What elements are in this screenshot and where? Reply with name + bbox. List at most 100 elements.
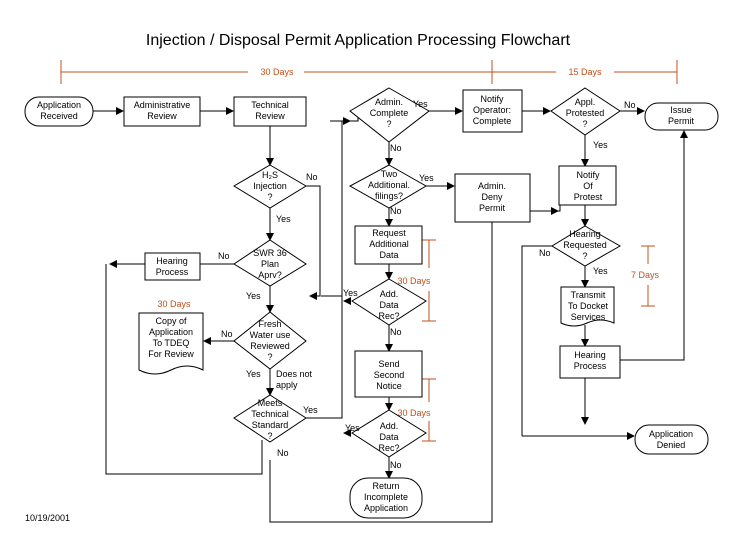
node-label-line: Permit (668, 116, 695, 126)
edge-label-two-yes: Yes (419, 173, 434, 183)
node-label-line: Notify (480, 94, 504, 104)
edge-label-line: Yes (276, 214, 291, 224)
edge-label-h2s-yes: Yes (276, 214, 291, 224)
duration-label: 30 Days (397, 276, 431, 286)
edge-label-line: No (390, 143, 402, 153)
node-label-line: Notice (376, 381, 402, 391)
node-label-line: To Docket (568, 301, 609, 311)
node-label-line: Application (649, 429, 693, 439)
edge-label-hreq-yes: Yes (593, 266, 608, 276)
node-label-line: Request (372, 228, 406, 238)
nodes (24, 87, 719, 519)
node-add-data-1 (351, 278, 427, 326)
edge-label-meets-no: No (277, 448, 289, 458)
edge-label-add1-no: No (390, 327, 402, 337)
node-label-line: Admin. (375, 97, 403, 107)
node-label-line: Return (372, 481, 399, 491)
node-h2s-injection (233, 164, 307, 209)
edge-label-line: Does not (276, 369, 313, 379)
edge-label-add1-yes: Yes (343, 288, 358, 298)
node-label-line: Complete (473, 116, 512, 126)
node-label-line: Fresh (258, 319, 281, 329)
edge-label-line: Yes (593, 266, 608, 276)
edge-label-line: Yes (593, 140, 608, 150)
node-label-line: Application (364, 503, 408, 513)
edge-label-line: Yes (419, 173, 434, 183)
edge-label-line: No (624, 100, 636, 110)
edge-label-admin-yes: Yes (413, 99, 428, 109)
node-label-line: Rec? (378, 311, 399, 321)
node-label-line: Send (378, 359, 399, 369)
edge-label-line: No (306, 172, 318, 182)
node-label-line: H₂S (262, 170, 278, 180)
edge-label-two-no: No (390, 206, 402, 216)
node-hearing-process-right (559, 345, 621, 379)
node-label-line: Process (156, 267, 189, 277)
edge-label-line: No (277, 448, 289, 458)
timeline-30-days: 30 Days (60, 60, 493, 84)
node-label-line: ? (582, 251, 587, 261)
edge-label-line: apply (276, 380, 298, 390)
node-label-line: Additional. (368, 180, 410, 190)
node-meets-technical (233, 394, 307, 443)
node-label-line: Second (374, 370, 405, 380)
node-label-line: Technical (251, 409, 289, 419)
node-label-line: Two (381, 169, 398, 179)
page-title: Injection / Disposal Permit Application … (146, 32, 571, 49)
node-add-data-2 (351, 409, 427, 458)
edge-label-swr-yes: Yes (246, 291, 261, 301)
duration-label: 30 Days (260, 67, 294, 77)
node-admin-deny (454, 173, 531, 223)
edge-label-line: Yes (413, 99, 428, 109)
node-issue-permit (644, 102, 719, 131)
node-label-admin-complete: Admin.Complete? (370, 97, 409, 129)
node-label-line: Requested (563, 240, 607, 250)
bracket-hearing-7: 7 Days (631, 245, 660, 307)
node-notify-protest (558, 165, 617, 206)
node-label-line: Deny (481, 192, 503, 202)
node-label-line: Application (37, 100, 81, 110)
node-label-line: ? (267, 192, 272, 202)
edge-label-line: Yes (246, 291, 261, 301)
node-label-line: Transmit (571, 290, 606, 300)
node-label-line: Issue (670, 105, 692, 115)
timeline-15-days: 15 Days (492, 60, 678, 84)
edge-label-fresh-no: No (221, 329, 233, 339)
node-label-line: Hearing (156, 256, 188, 266)
node-swr36 (233, 239, 307, 287)
node-label-line: Data (379, 432, 398, 442)
node-label-line: Application (149, 327, 193, 337)
node-label-line: Admin. (478, 181, 506, 191)
node-label-line: Permit (479, 203, 506, 213)
edge-label-fresh-yes: Yes (246, 369, 261, 379)
node-label-line: Rec? (378, 443, 399, 453)
node-label-line: Notify (576, 170, 600, 180)
node-label-line: Aprv? (258, 270, 282, 280)
edge-label-hreq-no: No (539, 248, 551, 258)
node-label-line: Additional (369, 239, 409, 249)
edge-label-swr-no: No (218, 251, 230, 261)
node-notify-complete (462, 89, 523, 133)
bracket-request-30: 30 Days (397, 239, 436, 322)
footer-date: 10/19/2001 (25, 513, 70, 523)
node-label-line: Of (583, 181, 593, 191)
node-label-line: Appl. (575, 97, 596, 107)
node-label-line: Administrative (134, 100, 191, 110)
node-hearing-requested (551, 225, 622, 267)
